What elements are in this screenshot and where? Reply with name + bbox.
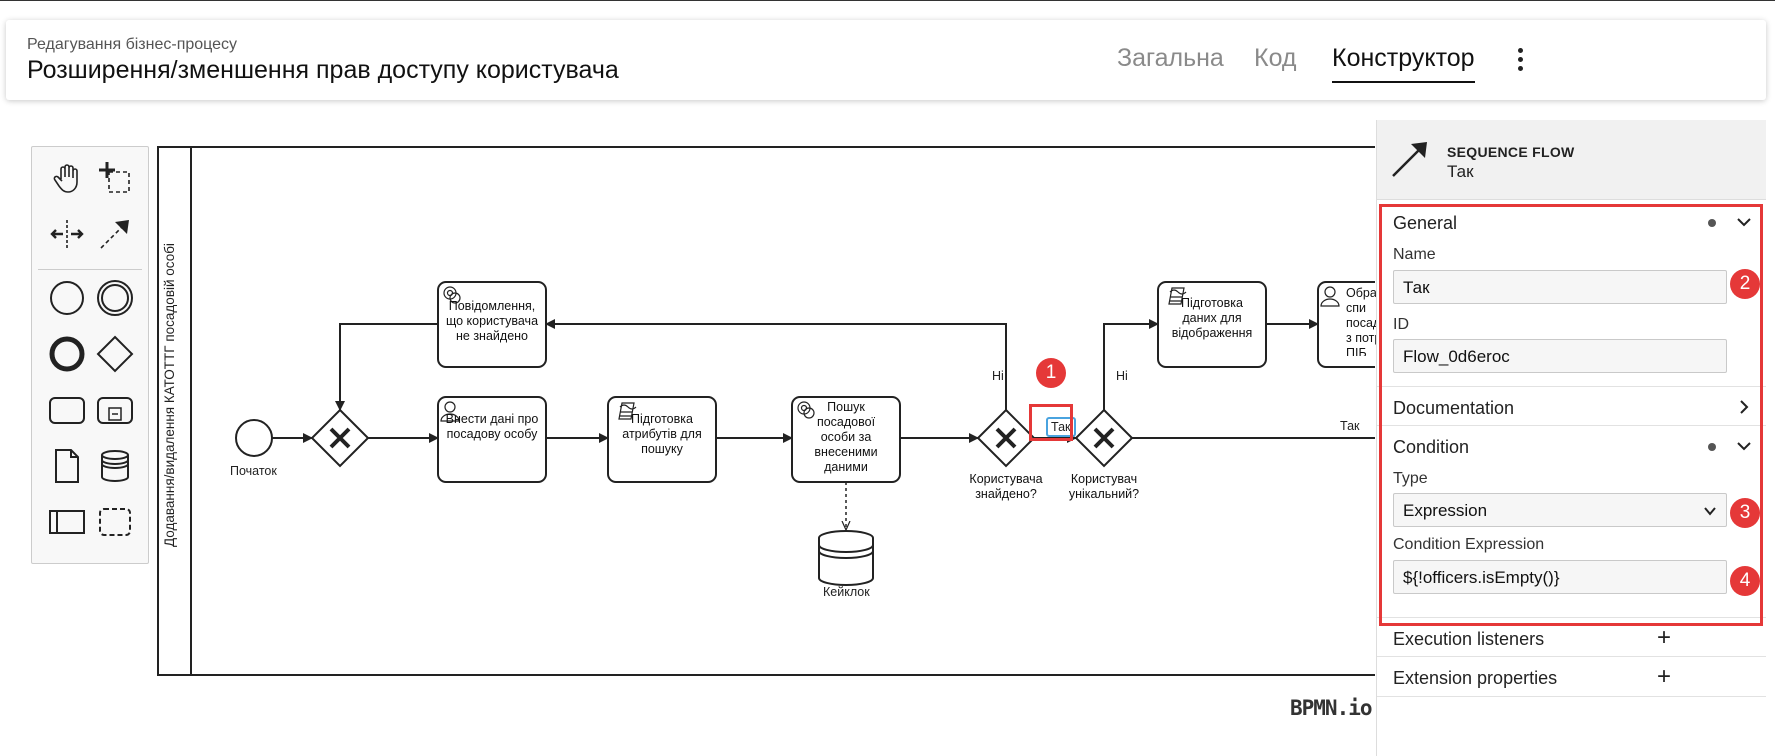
element-type: SEQUENCE FLOW bbox=[1447, 144, 1575, 160]
connect-tool-icon[interactable] bbox=[92, 211, 138, 257]
start-event-shape bbox=[235, 419, 273, 457]
tool-palette bbox=[31, 146, 149, 564]
group-extension-properties-header[interactable]: Extension properties + bbox=[1377, 657, 1766, 697]
more-menu-icon[interactable] bbox=[1511, 48, 1531, 74]
badge-4: 4 bbox=[1730, 566, 1760, 596]
pool-icon[interactable] bbox=[44, 499, 90, 545]
end-event-icon[interactable] bbox=[44, 331, 90, 377]
condition-expression-input[interactable]: ${!officers.isEmpty()} bbox=[1393, 560, 1727, 594]
group-execution-listeners-header[interactable]: Execution listeners + bbox=[1377, 617, 1766, 657]
id-input[interactable]: Flow_0d6eroc bbox=[1393, 339, 1727, 373]
lane-label: Додавання/видалення КАТОТТГ посадовій ос… bbox=[162, 243, 177, 547]
group-condition-dot-icon bbox=[1708, 443, 1716, 451]
flow-label-yes-selected[interactable]: Так bbox=[1046, 417, 1076, 437]
data-store-icon[interactable] bbox=[92, 443, 138, 489]
badge-3: 3 bbox=[1730, 498, 1760, 528]
group-general-title: General bbox=[1393, 213, 1458, 233]
gateway-user-found-label: Користувача знайдено? bbox=[969, 472, 1043, 501]
data-object-icon[interactable] bbox=[44, 443, 90, 489]
task-enter-data-label: Внести дані про посадову особу bbox=[445, 412, 539, 441]
group-documentation-header[interactable]: Documentation bbox=[1377, 386, 1766, 426]
bpmn-canvas[interactable]: Додавання/видалення КАТОТТГ посадовій ос… bbox=[150, 110, 1388, 756]
hand-tool-icon[interactable] bbox=[44, 155, 90, 201]
group-condition-title: Condition bbox=[1393, 437, 1470, 457]
task-notify-label: Повідомлення, що користувача не знайдено bbox=[445, 299, 539, 343]
gateway-user-unique-label: Користувач унікальний? bbox=[1068, 472, 1140, 501]
group-extension-properties-title: Extension properties bbox=[1393, 668, 1558, 688]
bpmn-io-logo[interactable]: BPMN.io bbox=[1290, 696, 1373, 720]
badge-2: 2 bbox=[1730, 269, 1760, 299]
group-condition-header[interactable]: Condition bbox=[1377, 426, 1766, 466]
group-execution-listeners-title: Execution listeners bbox=[1393, 629, 1545, 649]
task-prepare-display-label: Підготовка даних для відображення bbox=[1171, 296, 1253, 340]
page-subtitle: Редагування бізнес-процесу bbox=[27, 36, 238, 53]
task-icon[interactable] bbox=[44, 387, 90, 433]
flow-label-no-2: Ні bbox=[1116, 369, 1128, 383]
panel-header: SEQUENCE FLOW Так bbox=[1377, 120, 1766, 200]
lasso-tool-icon[interactable] bbox=[92, 155, 138, 201]
diagram-svg bbox=[157, 146, 1375, 676]
properties-panel: SEQUENCE FLOW Так General Name Так ID Fl… bbox=[1376, 120, 1766, 756]
top-border bbox=[0, 0, 1775, 1]
page-title: Розширення/зменшення прав доступу корист… bbox=[27, 56, 619, 84]
element-name: Так bbox=[1447, 162, 1474, 181]
task-select-shape bbox=[1317, 281, 1375, 368]
group-icon[interactable] bbox=[92, 499, 138, 545]
group-general-header[interactable]: General bbox=[1377, 202, 1766, 242]
start-event-icon[interactable] bbox=[44, 275, 90, 321]
flow-label-no-1: Ні bbox=[992, 369, 1004, 383]
tab-constructor[interactable]: Конструктор bbox=[1332, 44, 1475, 83]
name-label: Name bbox=[1393, 246, 1436, 263]
group-documentation-title: Documentation bbox=[1393, 398, 1515, 418]
chevron-down-icon bbox=[1737, 218, 1751, 227]
pool-border bbox=[157, 146, 1375, 676]
subprocess-icon[interactable] bbox=[92, 387, 138, 433]
type-label: Type bbox=[1393, 470, 1428, 487]
group-general-dot-icon bbox=[1708, 219, 1716, 227]
task-prepare-attrs-label: Підготовка атрибутів для пошуку bbox=[622, 412, 702, 456]
palette-divider bbox=[38, 269, 142, 270]
tab-code[interactable]: Код bbox=[1254, 44, 1297, 72]
sequence-flow-icon bbox=[1392, 142, 1427, 177]
space-tool-icon[interactable] bbox=[44, 211, 90, 257]
type-select-value: Expression bbox=[1403, 501, 1488, 520]
page-header: Редагування бізнес-процесу Розширення/зм… bbox=[6, 20, 1766, 100]
chevron-down-icon bbox=[1704, 507, 1716, 516]
condition-expression-label: Condition Expression bbox=[1393, 536, 1545, 553]
flow-label-yes-2: Так bbox=[1340, 419, 1360, 433]
start-event-label: Початок bbox=[230, 464, 277, 478]
chevron-right-icon bbox=[1740, 400, 1749, 414]
tab-general[interactable]: Загальна bbox=[1117, 44, 1224, 72]
task-prepare-attrs-shape bbox=[607, 396, 717, 483]
type-select[interactable]: Expression bbox=[1393, 493, 1727, 527]
chevron-down-icon bbox=[1737, 442, 1751, 451]
add-extension-property-icon[interactable]: + bbox=[1657, 663, 1672, 690]
data-store-keycloak-shape bbox=[818, 530, 874, 586]
task-select-label: Обрат спи посадов з потрі ПІБ bbox=[1346, 286, 1388, 356]
task-search-label: Пошук посадової особи за внесеними даним… bbox=[814, 400, 878, 474]
id-label: ID bbox=[1393, 316, 1409, 333]
task-enter-data-shape bbox=[437, 396, 547, 483]
name-input[interactable]: Так bbox=[1393, 270, 1727, 304]
gateway-icon[interactable] bbox=[92, 331, 138, 377]
badge-1: 1 bbox=[1036, 358, 1066, 388]
intermediate-event-icon[interactable] bbox=[92, 275, 138, 321]
add-execution-listener-icon[interactable]: + bbox=[1657, 624, 1672, 651]
data-store-label: Кейклок bbox=[823, 585, 870, 599]
